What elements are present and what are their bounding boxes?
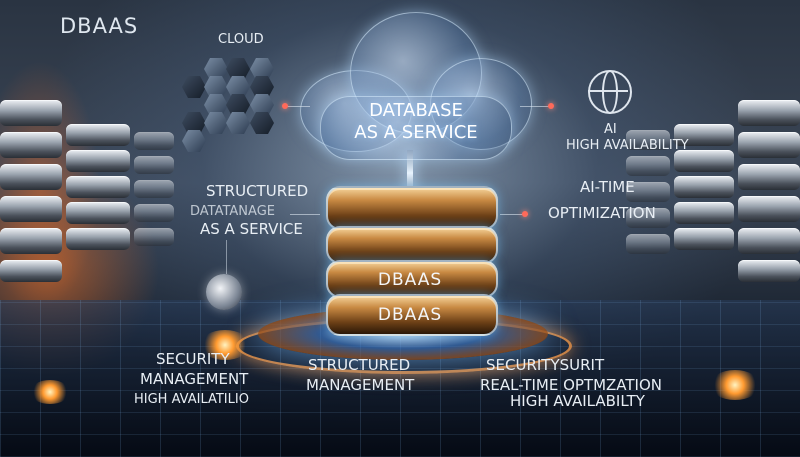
connector-line <box>286 106 310 107</box>
spark-glow <box>710 370 760 400</box>
label-high-availability-left: HIGH AVAILATILIO <box>134 392 249 407</box>
label-data-manage: DATATANAGE <box>190 204 275 219</box>
connector-dot <box>548 103 554 109</box>
server-disk <box>626 208 670 228</box>
connector-line <box>226 240 227 274</box>
spark-glow <box>30 380 70 404</box>
hexagon-icon <box>226 112 250 134</box>
label-management-bottom: MANAGEMENT <box>306 376 415 394</box>
hexagon-icon <box>182 130 206 152</box>
label-optimization: OPTIMIZATION <box>548 204 656 222</box>
server-disk <box>0 100 62 126</box>
hexagon-icon <box>250 112 274 134</box>
server-disk <box>626 156 670 176</box>
connector-line <box>500 214 528 215</box>
server-disk <box>134 132 174 150</box>
server-disk <box>738 196 800 222</box>
connector-dot <box>282 103 288 109</box>
server-disk <box>626 130 670 150</box>
light-beam <box>407 150 413 196</box>
hexagon-icon <box>204 94 228 116</box>
server-disk <box>66 202 130 224</box>
database-disk <box>326 294 498 336</box>
label-structured: STRUCTURED <box>206 182 309 200</box>
label-ai: AI <box>604 122 617 137</box>
database-disk <box>326 260 498 298</box>
server-disk <box>134 228 174 246</box>
cloud-title-line1: DATABASE <box>369 100 463 121</box>
label-ai-time: AI-TIME <box>580 178 635 196</box>
hexagon-icon <box>182 112 206 134</box>
label-management-left: MANAGEMENT <box>140 370 249 388</box>
hexagon-icon <box>204 112 228 134</box>
server-disk <box>674 124 734 146</box>
hexagon-icon <box>250 94 274 116</box>
database-label-2: DBAAS <box>377 305 443 325</box>
server-disk <box>738 228 800 254</box>
connector-line <box>290 214 320 215</box>
server-disk <box>0 164 62 190</box>
spark-glow <box>200 330 250 360</box>
hexagon-icon <box>250 76 274 98</box>
hexagon-icon <box>226 76 250 98</box>
server-disk <box>738 260 800 282</box>
database-label-1: DBAAS <box>377 270 443 290</box>
server-disk <box>674 228 734 250</box>
cloud-title-line2: AS A SERVICE <box>354 122 478 143</box>
server-disk <box>674 150 734 172</box>
server-disk <box>0 132 62 158</box>
server-disk <box>674 202 734 224</box>
server-disk <box>0 196 62 222</box>
server-disk <box>66 150 130 172</box>
server-disk <box>134 204 174 222</box>
server-disk <box>66 228 130 250</box>
hexagon-icon <box>226 58 250 80</box>
label-structured-bottom: STRUCTURED <box>308 356 411 374</box>
label-high-availability-right: HIGH AVAILABILTY <box>510 392 645 410</box>
database-disk <box>326 186 498 230</box>
label-cloud: CLOUD <box>218 32 264 47</box>
server-disk <box>626 234 670 254</box>
label-real-time: REAL-TIME OPTMZATION <box>480 376 663 394</box>
server-disk <box>674 176 734 198</box>
hexagon-icon <box>182 76 206 98</box>
label-security: SECURITY <box>156 350 230 368</box>
cloud-title: DATABASE AS A SERVICE <box>336 100 496 144</box>
label-high-availability-top: HIGH AVAILABILITY <box>566 138 689 153</box>
hexagon-icon <box>204 58 228 80</box>
connector-line <box>520 106 550 107</box>
label-security-right: SECURITYSURIT <box>486 356 605 374</box>
hexagon-icon <box>204 76 228 98</box>
globe-icon <box>588 70 632 114</box>
brand-title: DBAAS <box>60 14 139 38</box>
hexagon-icon <box>250 58 274 80</box>
label-as-a-service: AS A SERVICE <box>200 220 303 238</box>
server-disk <box>134 180 174 198</box>
server-disk <box>0 228 62 254</box>
server-disk <box>738 100 800 126</box>
server-disk <box>0 260 62 282</box>
connector-dot <box>522 211 528 217</box>
server-disk <box>738 164 800 190</box>
server-disk <box>626 182 670 202</box>
server-disk <box>66 124 130 146</box>
server-disk <box>134 156 174 174</box>
server-disk <box>738 132 800 158</box>
knob-icon <box>206 274 242 310</box>
server-disk <box>66 176 130 198</box>
hexagon-icon <box>226 94 250 116</box>
database-disk <box>326 226 498 264</box>
